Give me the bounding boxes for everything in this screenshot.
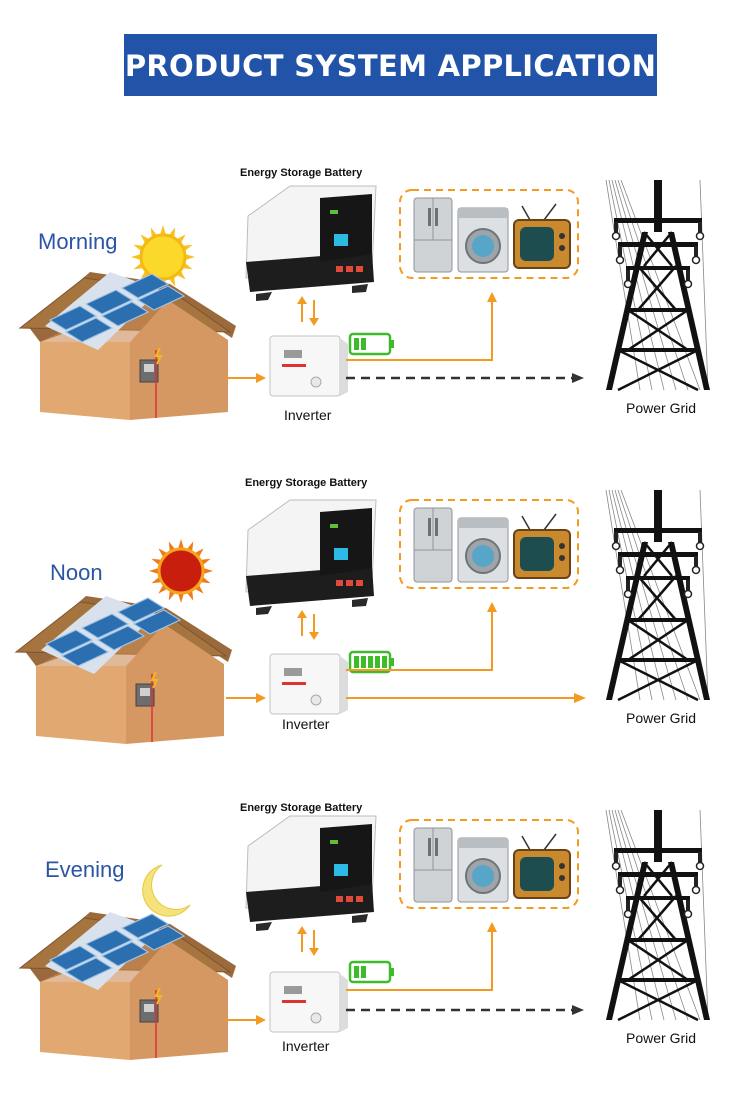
battery-label: Energy Storage Battery (240, 167, 363, 179)
battery-inverter-arrows (297, 610, 319, 640)
inverter-label: Inverter (282, 1038, 330, 1054)
flow-arrows (226, 292, 584, 383)
washing-machine-icon (457, 517, 509, 583)
power-grid-tower-icon (605, 179, 710, 392)
television-icon (513, 833, 571, 899)
inverter-label: Inverter (282, 716, 330, 732)
flow-arrows (226, 922, 584, 1025)
refrigerator-icon (413, 197, 453, 273)
power-grid-label: Power Grid (626, 400, 697, 416)
battery-inverter-arrows (297, 296, 319, 326)
time-of-day-label: Morning (38, 229, 118, 254)
inverter-device (269, 653, 348, 715)
battery-inverter-arrows (297, 926, 319, 956)
inverter-device (269, 335, 348, 397)
washing-machine-icon (457, 207, 509, 273)
refrigerator-icon (413, 827, 453, 903)
power-grid-label: Power Grid (626, 710, 697, 726)
time-of-day-label: Evening (45, 857, 125, 882)
household-appliances-group (399, 189, 579, 279)
power-grid-tower-icon (605, 809, 710, 1022)
flow-arrows (226, 602, 586, 703)
energy-storage-battery (245, 815, 377, 931)
refrigerator-icon (413, 507, 453, 583)
battery-charge-icon (348, 650, 394, 674)
time-of-day-label: Noon (50, 560, 103, 585)
hot-sun-icon (149, 539, 213, 603)
power-grid-tower-icon (605, 489, 710, 702)
moon-icon (142, 864, 191, 917)
television-icon (513, 513, 571, 579)
household-appliances-group (399, 819, 579, 909)
battery-charge-icon (348, 960, 394, 984)
scenario-illustration (18, 179, 710, 420)
washing-machine-icon (457, 837, 509, 903)
scenario-illustration (18, 809, 710, 1060)
energy-storage-battery (245, 499, 377, 615)
scenario-illustration (14, 489, 710, 744)
house-with-solar-panels (14, 596, 232, 744)
inverter-device (269, 971, 348, 1033)
energy-storage-battery (245, 185, 377, 301)
household-appliances-group (399, 499, 579, 589)
power-grid-label: Power Grid (626, 1030, 697, 1046)
inverter-label: Inverter (284, 407, 332, 423)
battery-label: Energy Storage Battery (245, 477, 368, 489)
battery-charge-icon (348, 332, 394, 356)
house-with-solar-panels (18, 272, 236, 420)
page-title: PRODUCT SYSTEM APPLICATION (124, 49, 657, 83)
battery-label: Energy Storage Battery (240, 802, 363, 814)
television-icon (513, 203, 571, 269)
header-banner: PRODUCT SYSTEM APPLICATION (124, 34, 657, 96)
house-with-solar-panels (18, 912, 236, 1060)
